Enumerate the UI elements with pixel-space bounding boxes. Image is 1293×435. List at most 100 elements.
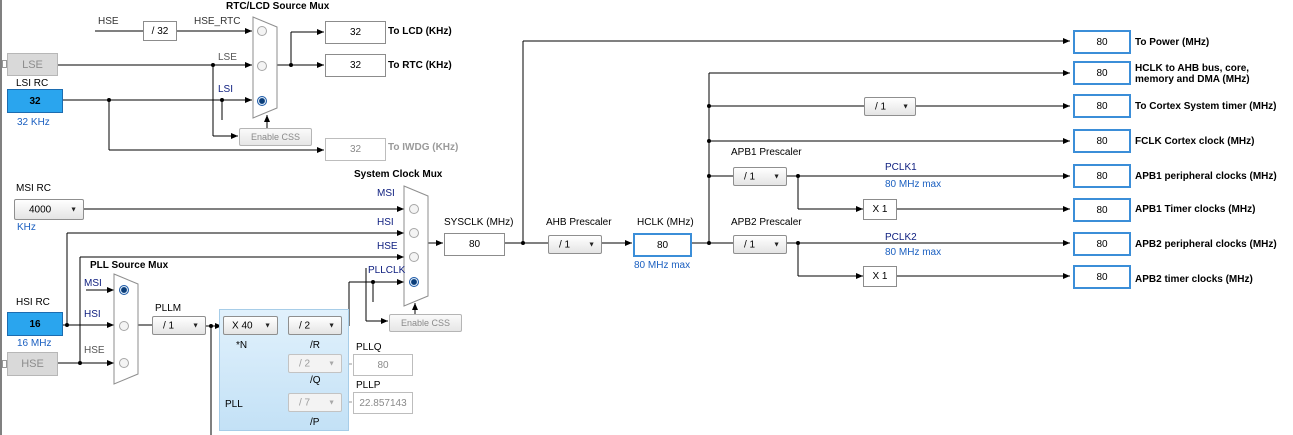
hse-rtc-divider: / 32 — [143, 21, 177, 41]
chevron-down-icon: ▼ — [773, 241, 780, 248]
pll-label: PLL — [225, 399, 243, 410]
hse-rtc-input-label: HSE — [98, 16, 119, 27]
pllq-value: 80 — [353, 354, 413, 376]
pll-mux-title: PLL Source Mux — [90, 260, 169, 271]
system-mux-radio-hsi[interactable] — [409, 228, 419, 238]
pllp-value: 22.857143 — [353, 392, 413, 414]
hclk-max-label: 80 MHz max — [634, 260, 691, 271]
apb2-timer-value: 80 — [1073, 265, 1131, 289]
msi-rc-label: MSI RC — [16, 183, 51, 194]
cortex-timer-value: 80 — [1073, 94, 1131, 118]
pll-mux-hse-label: HSE — [84, 345, 105, 356]
apb1-timer-value: 80 — [1073, 198, 1131, 222]
system-mux-pllclk-label: PLLCLK — [368, 265, 406, 276]
pllp-select[interactable]: / 7 ▼ — [288, 393, 342, 412]
pllq-select-value: / 2 — [299, 358, 311, 369]
fclk-label: FCLK Cortex clock (MHz) — [1135, 136, 1255, 147]
apb1-timer-label: APB1 Timer clocks (MHz) — [1135, 204, 1256, 215]
ahb-prescaler-label: AHB Prescaler — [546, 217, 612, 228]
pllr-select[interactable]: / 2 ▼ — [288, 316, 342, 335]
system-mux-title: System Clock Mux — [354, 169, 443, 180]
lse-line-label: LSE — [218, 52, 237, 63]
system-mux-radio-hse[interactable] — [409, 252, 419, 262]
apb1-peripheral-value: 80 — [1073, 164, 1131, 188]
hsi-rc-source[interactable]: 16 — [7, 312, 63, 336]
hse-source[interactable]: HSE — [7, 352, 58, 376]
chevron-down-icon: ▼ — [328, 360, 335, 367]
to-rtc-label: To RTC (KHz) — [388, 60, 452, 71]
chevron-down-icon: ▼ — [773, 173, 780, 180]
system-enable-css-button[interactable]: Enable CSS — [389, 314, 462, 332]
apb1-prescaler-value: / 1 — [744, 171, 756, 182]
to-iwdg-label: To IWDG (KHz) — [388, 142, 459, 153]
sysclk-label: SYSCLK (MHz) — [444, 217, 514, 228]
hsi-freq-label: 16 MHz — [17, 338, 52, 349]
hclk-ahb-label: HCLK to AHB bus, core, — [1135, 63, 1250, 74]
apb2-timer-label: APB2 timer clocks (MHz) — [1135, 274, 1253, 285]
pllr-label: /R — [310, 340, 320, 351]
pllm-select[interactable]: / 1 ▼ — [152, 316, 206, 335]
chevron-down-icon: ▼ — [192, 322, 199, 329]
system-mux-radio-msi[interactable] — [409, 204, 419, 214]
chevron-down-icon: ▼ — [588, 241, 595, 248]
pll-mux-radio-hse[interactable] — [119, 358, 129, 368]
lsi-freq-label: 32 KHz — [17, 117, 50, 128]
to-power-label: To Power (MHz) — [1135, 37, 1210, 48]
lsi-rc-source[interactable]: 32 — [7, 89, 63, 113]
apb1-prescaler-select[interactable]: / 1 ▼ — [733, 167, 787, 186]
system-mux-hsi-label: HSI — [377, 217, 394, 228]
rtc-mux-radio-lsi[interactable] — [257, 96, 267, 106]
system-mux-radio-pllclk[interactable] — [409, 277, 419, 287]
plln-label: *N — [236, 340, 248, 351]
chevron-down-icon: ▼ — [902, 103, 909, 110]
ahb-prescaler-value: / 1 — [559, 239, 571, 250]
cortex-timer-divider-value: / 1 — [875, 101, 887, 112]
msi-unit-label: KHz — [17, 222, 36, 233]
rtc-enable-css-button[interactable]: Enable CSS — [239, 128, 312, 146]
apb2-timer-multiplier: X 1 — [863, 266, 897, 287]
system-mux-shape — [403, 185, 429, 307]
chevron-down-icon: ▼ — [328, 399, 335, 406]
to-lcd-value: 32 — [325, 21, 386, 44]
apb1-peripheral-label: APB1 peripheral clocks (MHz) — [1135, 171, 1277, 182]
chevron-down-icon: ▼ — [328, 322, 335, 329]
cortex-timer-label: To Cortex System timer (MHz) — [1135, 101, 1277, 112]
pll-mux-radio-msi[interactable] — [119, 285, 129, 295]
rtc-mux-radio-hse[interactable] — [257, 26, 267, 36]
hclk-input[interactable]: 80 — [633, 233, 692, 257]
pllq-select[interactable]: / 2 ▼ — [288, 354, 342, 373]
apb2-prescaler-label: APB2 Prescaler — [731, 217, 802, 228]
pll-mux-msi-label: MSI — [84, 278, 102, 289]
pllm-select-value: / 1 — [163, 320, 175, 331]
pllp-div-label: /P — [310, 417, 320, 428]
pll-mux-radio-hsi[interactable] — [119, 321, 129, 331]
lse-pin — [2, 60, 7, 68]
ahb-prescaler-select[interactable]: / 1 ▼ — [548, 235, 602, 254]
chevron-down-icon: ▼ — [70, 206, 77, 213]
fclk-value: 80 — [1073, 129, 1131, 153]
pllm-label: PLLM — [155, 303, 182, 314]
pll-mux-hsi-label: HSI — [84, 309, 101, 320]
hse-pin — [2, 360, 7, 368]
rtc-mux-radio-lse[interactable] — [257, 61, 267, 71]
apb2-prescaler-select[interactable]: / 1 ▼ — [733, 235, 787, 254]
apb1-prescaler-label: APB1 Prescaler — [731, 147, 802, 158]
pllq-label: PLLQ — [356, 342, 382, 353]
pclk2-label: PCLK2 — [885, 232, 917, 243]
msi-rc-select[interactable]: 4000 ▼ — [14, 199, 84, 220]
to-power-value: 80 — [1073, 30, 1131, 54]
hclk-ahb-value: 80 — [1073, 61, 1131, 85]
system-mux-msi-label: MSI — [377, 188, 395, 199]
plln-select[interactable]: X 40 ▼ — [223, 316, 278, 335]
lsi-rc-label: LSI RC — [16, 78, 49, 89]
cortex-timer-divider-select[interactable]: / 1 ▼ — [864, 97, 916, 116]
pllr-select-value: / 2 — [299, 320, 311, 331]
sysclk-value: 80 — [444, 233, 505, 256]
to-iwdg-value: 32 — [325, 138, 386, 161]
lse-source[interactable]: LSE — [7, 53, 58, 76]
msi-rc-select-value: 4000 — [29, 204, 52, 215]
hse-rtc-label: HSE_RTC — [194, 16, 241, 27]
chevron-down-icon: ▼ — [264, 322, 271, 329]
apb2-peripheral-label: APB2 peripheral clocks (MHz) — [1135, 239, 1277, 250]
pclk2-max-label: 80 MHz max — [885, 247, 942, 258]
